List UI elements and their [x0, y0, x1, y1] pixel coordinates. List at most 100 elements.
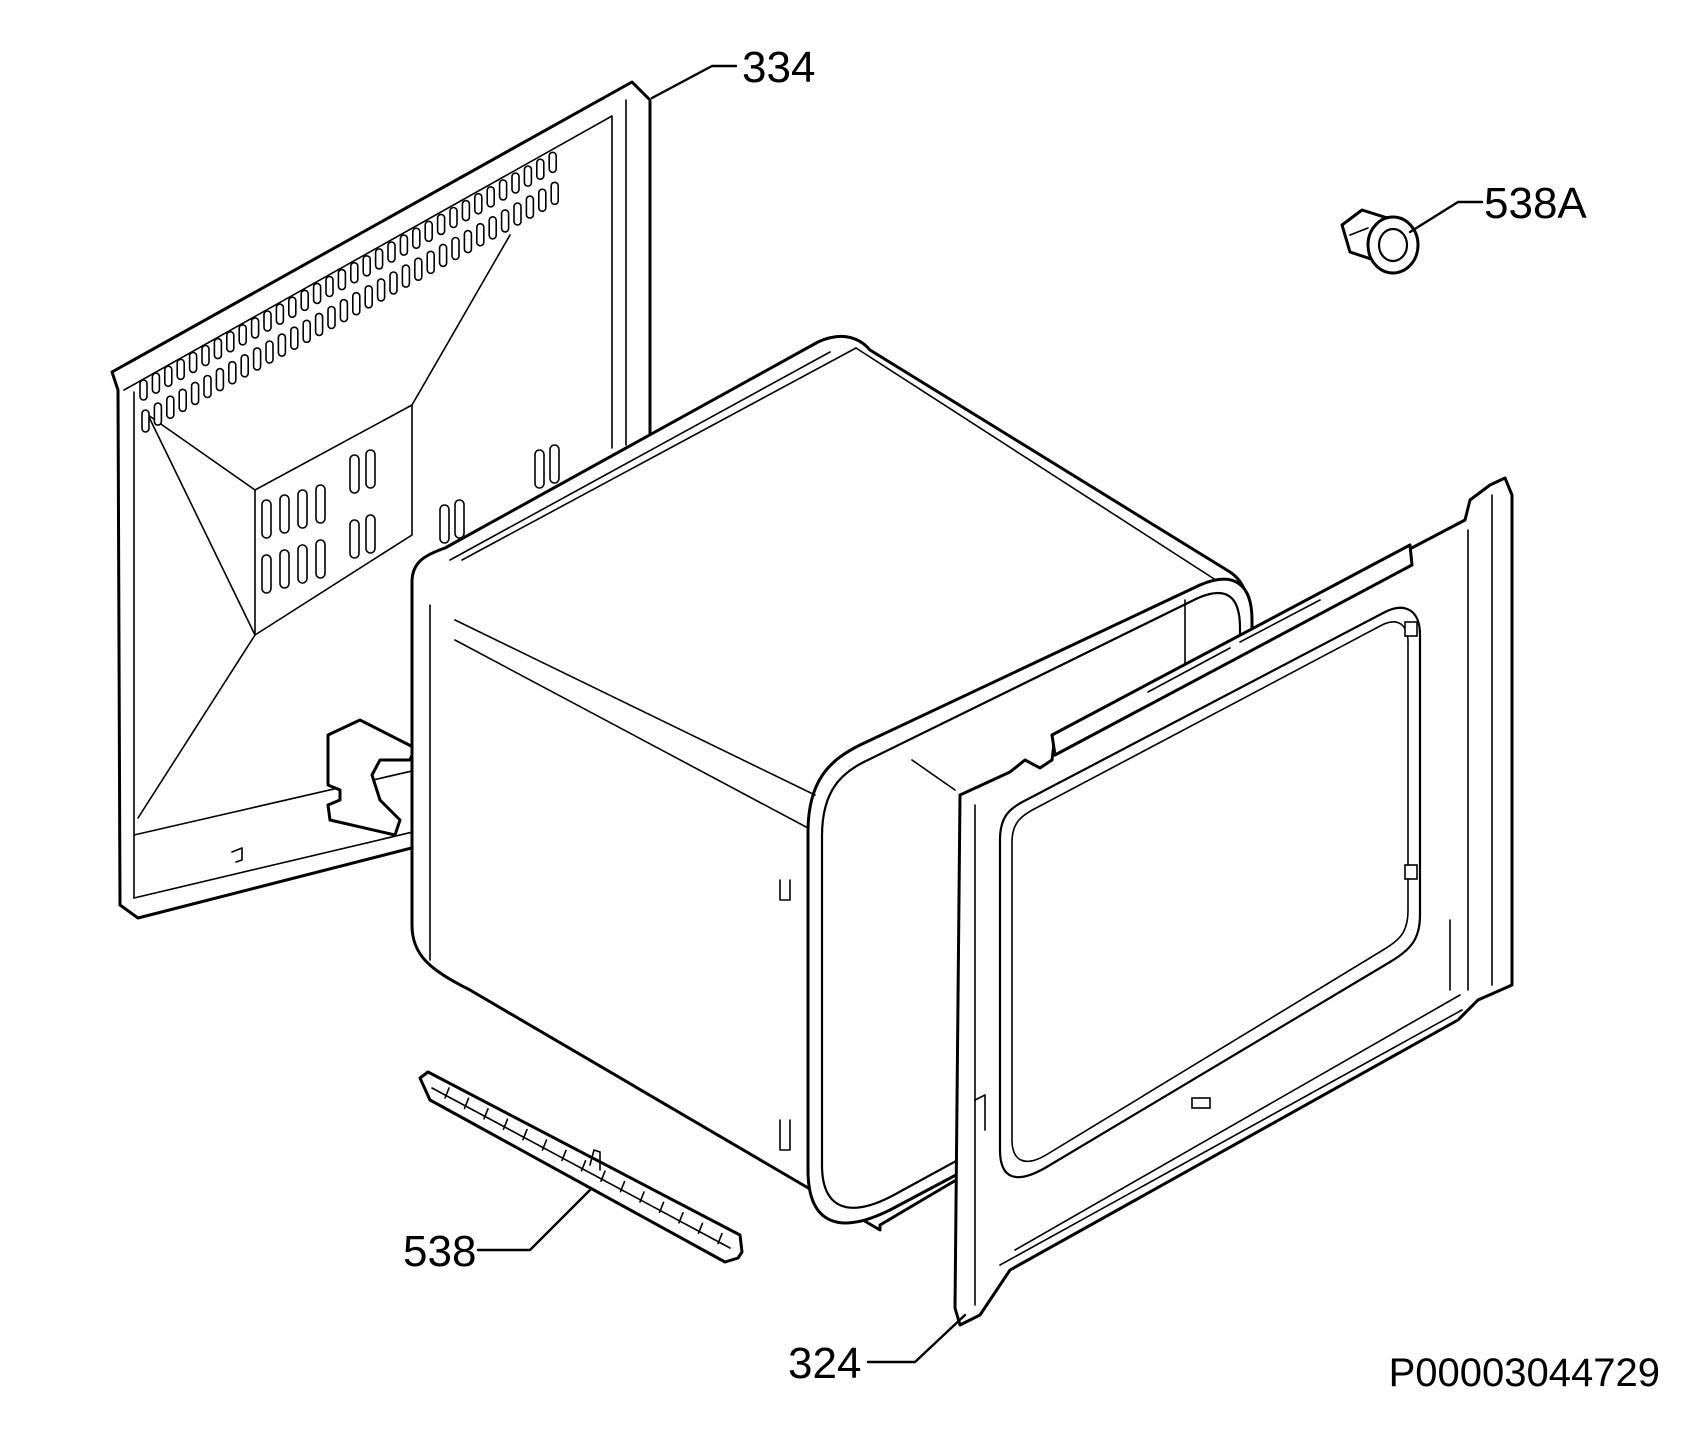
vent-slot — [141, 409, 150, 433]
vent-slot — [325, 275, 334, 298]
rail-rib — [463, 1097, 470, 1110]
vent-slot — [387, 241, 396, 263]
vent-slot — [461, 199, 471, 222]
vent-slot — [178, 388, 187, 413]
vent-slot — [511, 172, 520, 194]
vent-slot — [488, 216, 498, 240]
drawing-number: P00003044729 — [1389, 1351, 1660, 1395]
rail-rib — [502, 1118, 509, 1130]
vent-slot — [275, 303, 285, 325]
vent-slot — [463, 229, 473, 254]
vent-slot — [351, 291, 361, 316]
rail-rib — [580, 1160, 587, 1172]
vent-slot — [349, 261, 359, 284]
vent-slot — [203, 374, 212, 399]
bottom-rail-ribs — [444, 1087, 723, 1245]
vent-slot — [454, 499, 465, 539]
callout-label-324: 324 — [788, 1339, 861, 1388]
vent-slot — [190, 381, 200, 406]
callout-label-538A: 538A — [1484, 179, 1587, 228]
vent-slot — [151, 372, 161, 394]
vent-slot — [513, 202, 522, 226]
vent-slot — [473, 192, 483, 215]
vent-slot — [486, 186, 496, 208]
vent-slot — [176, 358, 185, 381]
vent-slot — [534, 449, 545, 489]
vent-slot — [314, 312, 324, 337]
callout-label-334: 334 — [742, 43, 815, 92]
vent-slot — [327, 305, 336, 330]
rail-rib — [561, 1149, 567, 1162]
vent-slot — [240, 353, 249, 378]
vent-slot — [411, 227, 421, 249]
rail-rib — [697, 1222, 704, 1234]
rail-rib — [678, 1212, 684, 1224]
vent-slot — [279, 549, 290, 589]
vent-slot — [439, 504, 450, 544]
vent-slot — [201, 344, 210, 367]
callout-324: 324 — [788, 1313, 967, 1388]
vent-slot — [215, 367, 225, 392]
vent-slot — [365, 449, 376, 489]
vent-slot — [277, 333, 287, 357]
vent-slot — [401, 264, 411, 288]
vent-slot — [164, 365, 173, 388]
vent-slot — [289, 326, 299, 351]
vent-slot — [279, 494, 290, 534]
vent-slot — [312, 282, 322, 305]
vent-slot — [550, 181, 560, 206]
vent-slot — [549, 444, 560, 484]
vent-slot — [362, 255, 372, 277]
callout-label-538: 538 — [403, 1227, 476, 1276]
vent-slot — [537, 188, 547, 212]
vent-slot — [213, 337, 223, 360]
vent-slot — [188, 351, 198, 374]
vent-slot — [535, 158, 545, 180]
vent-slot — [365, 514, 376, 554]
rail-rib — [619, 1180, 626, 1193]
vent-slot — [238, 323, 247, 346]
rail-rib — [639, 1191, 645, 1203]
vent-slot — [263, 310, 272, 332]
grommet-part-538A — [1340, 208, 1420, 275]
vent-slot — [139, 379, 148, 401]
rail-rib — [658, 1201, 665, 1214]
rail-rib — [483, 1108, 489, 1120]
vent-slot — [287, 296, 297, 319]
vent-slot — [297, 544, 308, 584]
vent-slot — [498, 179, 508, 201]
vent-slot — [399, 234, 409, 256]
rear-panel-vent-slots — [139, 151, 560, 594]
vent-slot — [413, 257, 423, 282]
vent-slot — [315, 484, 326, 524]
vent-slot — [261, 554, 272, 594]
vent-slot — [166, 395, 175, 420]
vent-slot — [300, 289, 310, 312]
callout-334: 334 — [650, 43, 815, 100]
callout-538: 538 — [403, 1188, 592, 1276]
vent-slot — [337, 268, 347, 291]
vent-slot — [451, 236, 460, 261]
rail-rib — [444, 1087, 450, 1099]
vent-slot — [424, 220, 434, 243]
vent-slot — [315, 539, 326, 579]
vent-slot — [426, 250, 436, 275]
vent-slot — [449, 206, 458, 229]
vent-slot — [548, 151, 558, 174]
rail-rib — [717, 1232, 723, 1245]
vent-slot — [153, 402, 163, 426]
vent-slot — [297, 489, 308, 529]
vent-slot — [349, 454, 360, 494]
vent-slot — [374, 248, 384, 270]
vent-slot — [265, 340, 274, 364]
vent-slot — [349, 519, 360, 559]
vent-slot — [252, 347, 262, 371]
front-frame-part-324 — [953, 476, 1514, 1327]
vent-slot — [364, 284, 374, 309]
vent-slot — [436, 213, 446, 236]
vent-slot — [475, 222, 485, 247]
vent-slot — [500, 209, 510, 233]
rail-rib — [541, 1139, 548, 1151]
vent-slot — [339, 298, 349, 323]
